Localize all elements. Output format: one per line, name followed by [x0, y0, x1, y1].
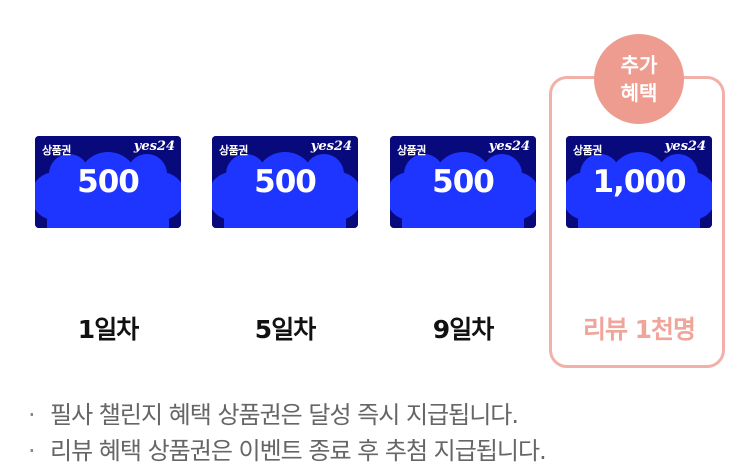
bonus-badge-line2: 혜택	[620, 81, 658, 105]
yes24-logo: yes24	[133, 139, 175, 154]
cloud-pattern-icon	[212, 136, 358, 228]
notice-item: · 리뷰 혜택 상품권은 이벤트 종료 후 추첨 지급됩니다.	[28, 434, 547, 470]
notice-list: · 필사 챌린지 혜택 상품권은 달성 즉시 지급됩니다. · 리뷰 혜택 상품권은…	[28, 398, 547, 470]
yes24-logo: yes24	[664, 139, 706, 154]
voucher-card-day9: 상품권 yes24 500	[390, 136, 536, 228]
voucher-label: 상품권	[397, 144, 426, 157]
voucher-card-review: 상품권 yes24 1,000	[566, 136, 712, 228]
day-label-9: 9일차	[432, 315, 494, 344]
notice-text: 리뷰 혜택 상품권은 이벤트 종료 후 추첨 지급됩니다.	[50, 437, 547, 465]
voucher-amount: 500	[254, 164, 317, 200]
notice-text: 필사 챌린지 혜택 상품권은 달성 즉시 지급됩니다.	[50, 401, 519, 429]
voucher-amount: 500	[432, 164, 495, 200]
bonus-badge-line1: 추가	[620, 53, 658, 77]
yes24-logo: yes24	[310, 139, 352, 154]
day-label-5: 5일차	[254, 315, 316, 344]
bonus-badge: 추가 혜택	[594, 34, 684, 124]
cloud-pattern-icon	[390, 136, 536, 228]
cloud-pattern-icon	[35, 136, 181, 228]
voucher-amount: 1,000	[592, 164, 686, 200]
voucher-label: 상품권	[219, 144, 248, 157]
voucher-card-day1: 상품권 yes24 500	[35, 136, 181, 228]
yes24-logo: yes24	[488, 139, 530, 154]
bullet-icon: ·	[28, 437, 36, 465]
voucher-label: 상품권	[573, 144, 602, 157]
cloud-pattern-icon	[566, 136, 712, 228]
voucher-label: 상품권	[42, 144, 71, 157]
day-label-1: 1일차	[77, 315, 139, 344]
bullet-icon: ·	[28, 401, 36, 429]
notice-item: · 필사 챌린지 혜택 상품권은 달성 즉시 지급됩니다.	[28, 398, 546, 434]
voucher-card-day5: 상품권 yes24 500	[212, 136, 358, 228]
voucher-amount: 500	[77, 164, 140, 200]
review-label: 리뷰 1천명	[582, 315, 696, 344]
